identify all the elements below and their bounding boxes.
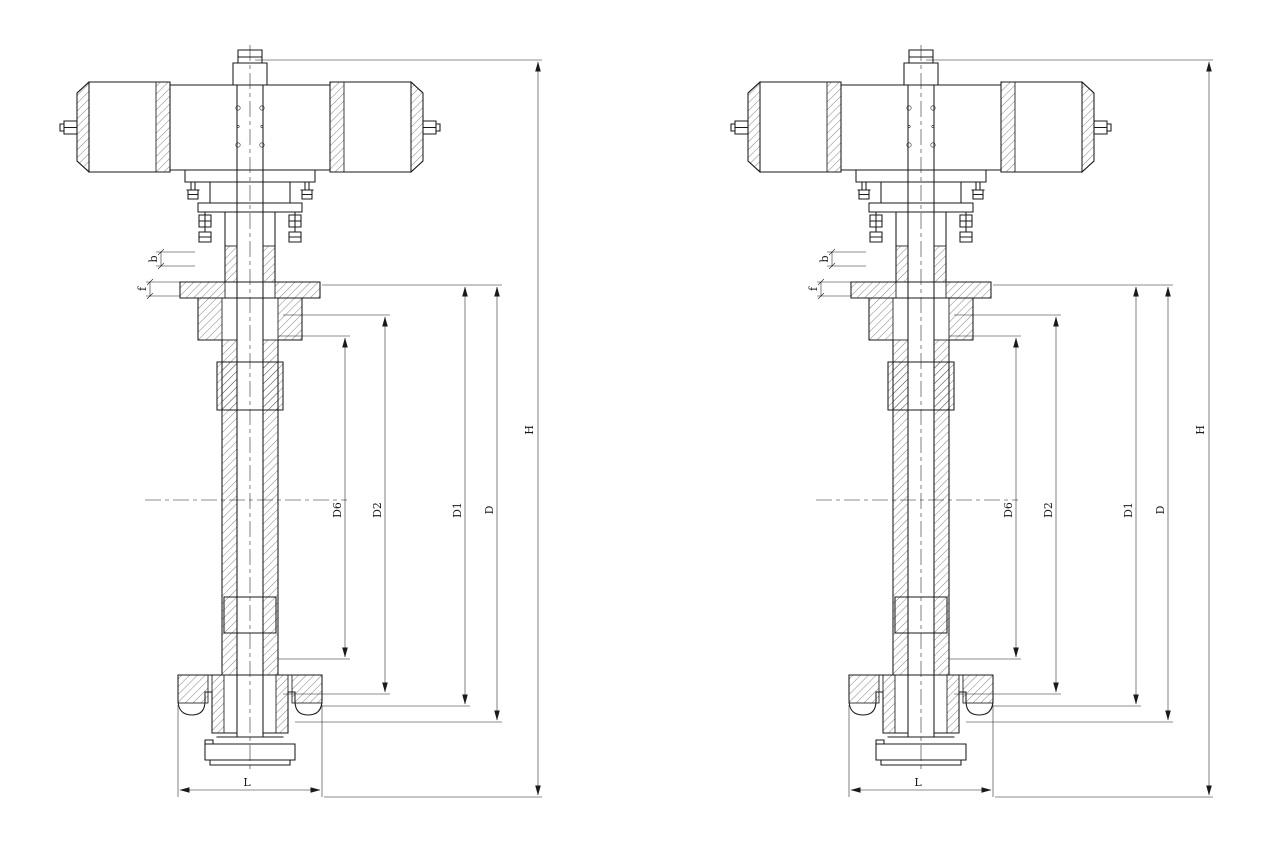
valve-view-right bbox=[731, 45, 1213, 797]
valve-view-left bbox=[60, 45, 542, 797]
